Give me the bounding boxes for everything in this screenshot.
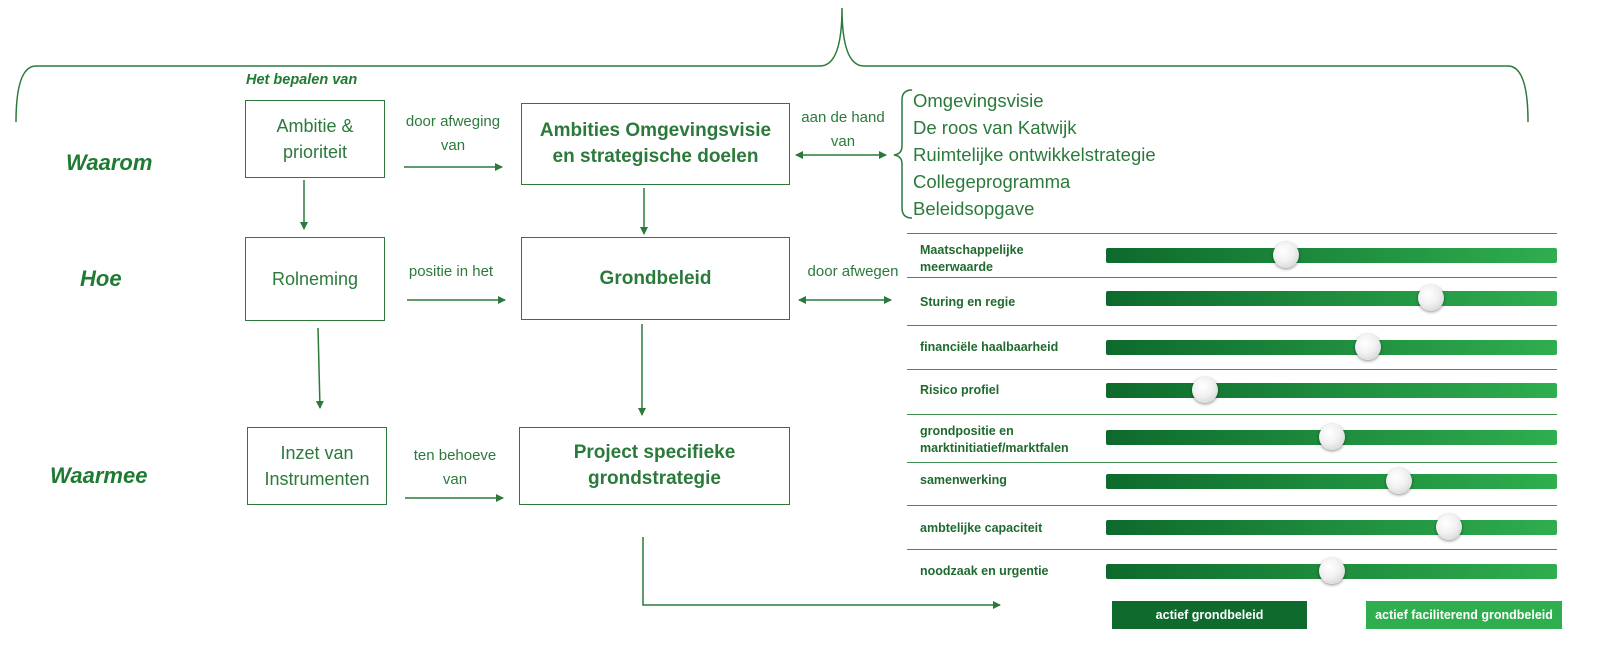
criterion-label: ambtelijke capaciteit <box>920 520 1043 535</box>
box-inzet-instrumenten: Inzet van Instrumenten <box>247 427 387 505</box>
box-instrumenten-label: Inzet van Instrumenten <box>264 443 370 489</box>
box-ambities-omgevingsvisie: Ambities Omgevingsvisie en strategische … <box>521 103 790 185</box>
source-item: Omgevingsvisie <box>913 90 1044 111</box>
source-item: Ruimtelijke ontwikkelstrategie <box>913 144 1156 165</box>
criterion-label: grondpositie en marktinitiatief/marktfal… <box>920 424 1069 455</box>
criterion-label: samenwerking <box>920 472 1007 487</box>
criterion-track <box>1106 383 1557 398</box>
criterion-slider-knob[interactable] <box>1273 242 1300 268</box>
source-brace <box>893 89 913 219</box>
arrow-rolneming-instrumenten <box>315 327 324 409</box>
box-ambitie-prioriteit: Ambitie & prioriteit <box>245 100 385 178</box>
criteria-separator <box>907 549 1557 550</box>
legend-actief-faciliterend: actief faciliterend grondbeleid <box>1366 601 1562 629</box>
criterion-slider-knob[interactable] <box>1386 468 1413 494</box>
criterion-label: Risico profiel <box>920 382 1000 397</box>
criterion-slider-knob[interactable] <box>1417 285 1444 311</box>
box-ambitie-label: Ambitie & prioriteit <box>276 116 354 162</box>
connector-label-aan-de-hand: aan de hand van <box>801 109 885 150</box>
connector-label-positie: positie in het <box>408 263 494 280</box>
legend-actief-grondbeleid: actief grondbeleid <box>1112 601 1307 629</box>
source-item: Beleidsopgave <box>913 198 1035 219</box>
criteria-separator <box>907 233 1557 234</box>
criterion-track <box>1106 340 1557 355</box>
header-title: Het bepalen van <box>246 72 358 88</box>
criterion-label: Sturing en regie <box>920 294 1016 309</box>
criterion-label: financiële haalbaarheid <box>920 339 1059 354</box>
source-item: Collegeprogramma <box>913 171 1071 192</box>
box-ambities-label: Ambities Omgevingsvisie en strategische … <box>539 120 772 167</box>
criterion-track <box>1106 291 1557 306</box>
criterion-slider-knob[interactable] <box>1318 424 1345 450</box>
criterion-track <box>1106 520 1557 535</box>
criterion-slider-knob[interactable] <box>1354 334 1381 360</box>
criterion-label: noodzaak en urgentie <box>920 563 1049 578</box>
criterion-track <box>1106 248 1557 263</box>
box-rolneming: Rolneming <box>245 237 385 321</box>
box-grondbeleid: Grondbeleid <box>521 237 790 320</box>
criteria-separator <box>907 325 1557 326</box>
top-brace <box>15 7 1529 123</box>
criteria-separator <box>907 369 1557 370</box>
row-label-waarmee: Waarmee <box>50 463 148 488</box>
connector-label-door-afweging: door afweging van <box>405 113 501 154</box>
box-project-label: Project specifieke grondstrategie <box>573 442 736 489</box>
criterion-track <box>1106 474 1557 489</box>
connector-label-door-afwegen: door afwegen <box>807 263 899 280</box>
box-rolneming-label: Rolneming <box>271 269 359 289</box>
box-project-grondstrategie: Project specifieke grondstrategie <box>519 427 790 505</box>
criteria-separator <box>907 505 1557 506</box>
source-list: Omgevingsvisie De roos van Katwijk Ruimt… <box>913 87 1156 222</box>
criterion-slider-knob[interactable] <box>1192 377 1219 403</box>
source-item: De roos van Katwijk <box>913 117 1077 138</box>
criteria-separator <box>907 414 1557 415</box>
criterion-label: Maatschappelijke meerwaarde <box>920 243 1024 274</box>
criterion-slider-knob[interactable] <box>1318 558 1345 584</box>
criteria-separator <box>907 462 1557 463</box>
connector-label-ten-behoeve: ten behoeve van <box>413 447 497 488</box>
row-label-waarom: Waarom <box>66 150 153 175</box>
criteria-separator <box>907 277 1557 278</box>
arrow-project-legend <box>642 537 1001 609</box>
row-label-hoe: Hoe <box>80 266 122 291</box>
criterion-slider-knob[interactable] <box>1435 514 1462 540</box>
box-grondbeleid-label: Grondbeleid <box>599 267 712 289</box>
